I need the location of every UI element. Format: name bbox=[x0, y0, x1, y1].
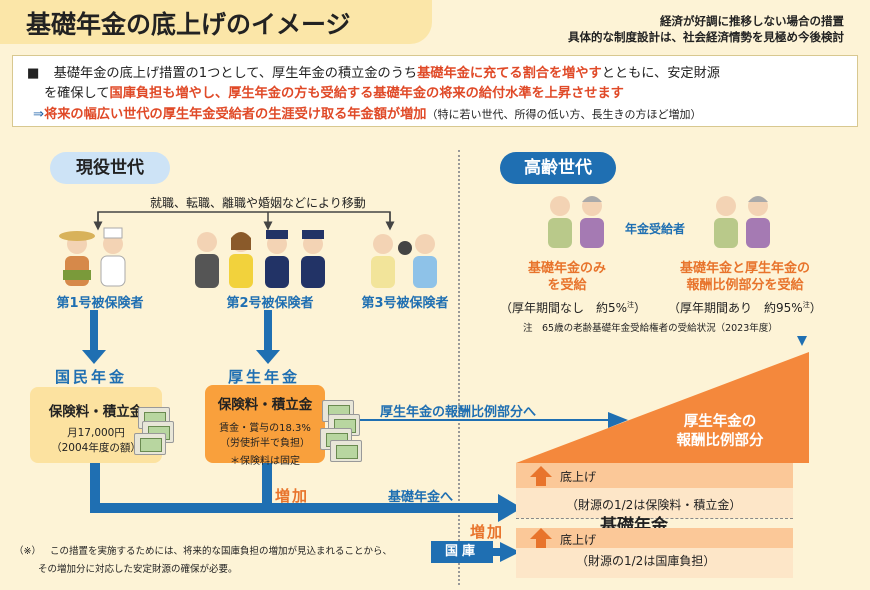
raise2-band: 底上げ bbox=[516, 528, 793, 548]
footer-line1: この措置を実施するためには、将来的な国庫負担の増加が見込まれることから、 bbox=[50, 546, 393, 557]
raise2-note-band: （財源の1/2は国庫負担） bbox=[516, 548, 793, 578]
down-arrow-kosei bbox=[256, 310, 280, 364]
raise2-up-arrow-icon bbox=[530, 528, 552, 548]
kosei-title: 厚生年金 bbox=[228, 368, 301, 386]
kokumin-box: 保険料・積立金 月17,000円 （2004年度の額） bbox=[30, 387, 162, 463]
elderly-group1-line2: を受給 bbox=[547, 278, 587, 293]
elderly-man-person bbox=[548, 196, 572, 248]
generation-divider bbox=[458, 150, 460, 585]
summary-line1-b: とともに、安定財源 bbox=[601, 66, 720, 81]
elderly-group1-line1: 基礎年金のみ bbox=[527, 261, 606, 276]
farmer-person bbox=[59, 231, 95, 286]
elderly-group1-label: 基礎年金のみ を受給 bbox=[508, 260, 626, 294]
kosei-box: 保険料・積立金 賃金・賞与の18.3% （労使折半で負担） ＊保険料は固定 bbox=[205, 385, 325, 467]
elderly-group2-line2: 報酬比例部分を受給 bbox=[686, 278, 804, 293]
elderly-group2-note-text: （厚年期間あり 約95% bbox=[668, 301, 803, 315]
hirei-line2: 報酬比例部分 bbox=[676, 433, 764, 449]
raise1-note: （財源の1/2は保険料・積立金） bbox=[566, 498, 742, 512]
hirei-triangle bbox=[516, 352, 809, 463]
elderly-group2-line1: 基礎年金と厚生年金の bbox=[679, 261, 810, 276]
footer-mark: （※） bbox=[14, 546, 41, 557]
kokumin-box-title: 保険料・積立金 bbox=[48, 404, 144, 420]
hirei-label: 厚生年金の 報酬比例部分 bbox=[650, 413, 790, 451]
working-people bbox=[59, 227, 437, 288]
kokumin-title: 国民年金 bbox=[55, 368, 128, 386]
elderly-group1-note-text: （厚年期間なし 約5% bbox=[500, 301, 628, 315]
young-man-person bbox=[413, 234, 437, 288]
working-generation-label: 現役世代 bbox=[50, 152, 170, 184]
hirei-line1: 厚生年金の bbox=[683, 414, 757, 430]
arrow-to-kiso bbox=[90, 463, 522, 522]
footer-note: （※） この措置を実施するためには、将来的な国庫負担の増加が見込まれることから、 bbox=[14, 543, 392, 557]
summary-line3-highlight: 将来の幅広い世代の厚生年金受給者の生涯受け取る年金額が増加 bbox=[44, 107, 427, 122]
flow-increase-label: 増加 bbox=[275, 487, 310, 505]
recipients-label: 年金受給者 bbox=[624, 222, 685, 236]
elderly-group1-note-close: ） bbox=[634, 301, 647, 315]
kiso-divider bbox=[516, 518, 793, 519]
office-man-person bbox=[195, 232, 219, 288]
insured-type-1: 第1号被保険者 bbox=[56, 296, 144, 311]
elderly-people bbox=[548, 196, 770, 248]
kokumin-amount-note: （2004年度の額） bbox=[51, 442, 141, 454]
elderly-down-arrow bbox=[797, 336, 807, 346]
kokko-box: 国庫 bbox=[431, 541, 493, 563]
office-woman-person bbox=[229, 232, 253, 288]
elderly-man-person-2 bbox=[714, 196, 738, 248]
kosei-rate: 賃金・賞与の18.3% bbox=[219, 423, 311, 434]
elderly-generation-label: 高齢世代 bbox=[500, 152, 616, 184]
homemaker-person bbox=[371, 234, 412, 288]
elderly-group1-note: （厚年期間なし 約5%注） bbox=[500, 299, 646, 316]
title-band bbox=[0, 0, 432, 44]
movement-label: 就職、転職、離職や婚姻などにより移動 bbox=[150, 196, 366, 210]
officer-person bbox=[265, 230, 289, 288]
elderly-group2-label: 基礎年金と厚生年金の 報酬比例部分を受給 bbox=[660, 260, 830, 294]
raise1-label: 底上げ bbox=[560, 470, 597, 484]
raise1-note-band: （財源の1/2は保険料・積立金） bbox=[516, 488, 793, 518]
elderly-footnote: 注 65歳の老齢基礎年金受給権者の受給状況（2023年度） bbox=[523, 323, 778, 334]
kosei-box-title: 保険料・積立金 bbox=[217, 397, 313, 413]
elderly-group2-note-mark: 注 bbox=[802, 301, 810, 309]
raise1-band: 底上げ bbox=[516, 463, 793, 488]
elderly-woman-person bbox=[580, 196, 604, 248]
elderly-group2-note: （厚年期間あり 約95%注） bbox=[668, 299, 822, 316]
raise2-label: 底上げ bbox=[560, 533, 597, 547]
header-note-1: 経済が好調に推移しない場合の措置 bbox=[660, 14, 844, 28]
summary-box: ■ 基礎年金の底上げ措置の1つとして、厚生年金の積立金のうち基礎年金に充てる割合… bbox=[12, 55, 858, 127]
arrow-to-hirei bbox=[336, 412, 628, 428]
footer-line2: その増加分に対応した安定財源の確保が必要。 bbox=[38, 564, 238, 575]
summary-line2-highlight: 国庫負担も増やし、厚生年金の方も受給する基礎年金の将来の給付水準を上昇させます bbox=[109, 86, 624, 101]
elderly-woman-person-2 bbox=[746, 196, 770, 248]
down-arrow-kokumin bbox=[82, 310, 106, 364]
insured-type-3: 第3号被保険者 bbox=[361, 296, 449, 311]
raise1-up-arrow-icon bbox=[530, 466, 552, 486]
page-title: 基礎年金の底上げのイメージ bbox=[26, 10, 351, 39]
elderly-group1-note-mark: 注 bbox=[627, 301, 635, 309]
summary-line1-highlight: 基礎年金に充てる割合を増やす bbox=[417, 66, 602, 81]
summary-line3-b: （特に若い世代、所得の低い方、長生きの方ほど増加） bbox=[426, 108, 702, 121]
elderly-group2-note-close: ） bbox=[809, 301, 822, 315]
arrow-from-kokko bbox=[492, 542, 520, 562]
header-note-2: 具体的な制度設計は、社会経済情勢を見極め今後検討 bbox=[568, 30, 844, 44]
flow-to-kiso-label: 基礎年金へ bbox=[388, 490, 454, 505]
kosei-rate-note: （労使折半で負担） bbox=[220, 438, 310, 449]
movement-bracket bbox=[93, 211, 395, 231]
flow-to-hirei-label: 厚生年金の報酬比例部分へ bbox=[380, 405, 537, 420]
flow-increase2-label: 増加 bbox=[470, 523, 505, 541]
officer-saluting-person bbox=[301, 230, 325, 288]
raise2-note: （財源の1/2は国庫負担） bbox=[576, 554, 716, 568]
kokumin-amount: 月17,000円 bbox=[67, 427, 125, 439]
summary-arrow: ⇒ bbox=[33, 107, 45, 122]
kosei-fixed-note: ＊保険料は固定 bbox=[230, 456, 300, 467]
summary-bullet: ■ bbox=[27, 66, 40, 81]
insured-type-2: 第2号被保険者 bbox=[226, 296, 314, 311]
summary-line2-a: を確保して bbox=[44, 86, 110, 101]
summary-line1-a: 基礎年金の底上げ措置の1つとして、厚生年金の積立金のうち bbox=[53, 66, 418, 81]
chef-person bbox=[100, 227, 126, 287]
